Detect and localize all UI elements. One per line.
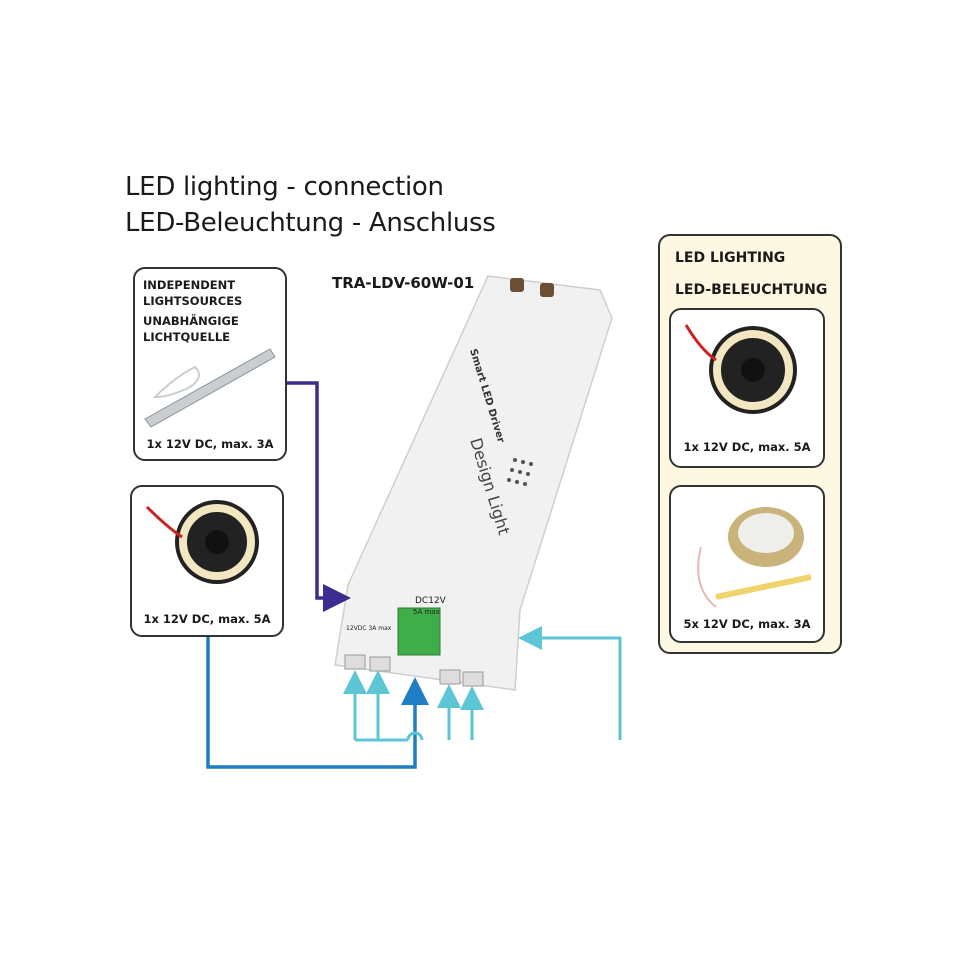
light-bar-image [144,348,276,428]
label-en: INDEPENDENT LIGHTSOURCES [143,278,243,308]
cyan-connections [343,626,622,742]
model-label: TRA-LDV-60W-01 [332,274,475,292]
independent-lightsource-box: INDEPENDENT LIGHTSOURCES UNABHÄNGIGE LIC… [133,267,287,461]
heading-de: LED-BELEUCHTUNG [675,282,828,298]
caption: 1x 12V DC, max. 3A [146,437,274,451]
input-socket-2 [540,283,554,297]
blue-connection [206,636,429,769]
device-input-max: 5A max [413,608,440,616]
speaker-grille [507,458,533,486]
label-de: UNABHÄNGIGE LICHTQUELLE [143,314,239,344]
device-port-label: 12VDC 3A max [346,625,392,632]
input-socket-1 [510,278,524,292]
device-input: DC12V [415,596,447,606]
caption: 1x 12V DC, max. 5A [683,440,811,454]
heading-en: LED LIGHTING [675,250,786,266]
caption: 1x 12V DC, max. 5A [143,612,271,626]
led-strip-item: 1x 12V DC, max. 5A [669,308,825,468]
caption: 5x 12V DC, max. 3A [683,617,811,631]
led-reel-image [145,500,259,584]
title-en: LED lighting - connection [125,172,444,202]
led-lighting-panel: LED LIGHTING LED-BELEUCHTUNG 1x 12V DC, … [658,234,842,654]
title-de: LED-Beleuchtung - Anschluss [125,208,496,238]
driver-terminal-block [397,607,441,656]
led-strip-box: 1x 12V DC, max. 5A [130,485,284,637]
led-reel-image [684,324,797,414]
puck-light-item: 5x 12V DC, max. 3A [669,485,825,643]
puck-light-image [697,507,812,608]
purple-connection [285,381,351,612]
